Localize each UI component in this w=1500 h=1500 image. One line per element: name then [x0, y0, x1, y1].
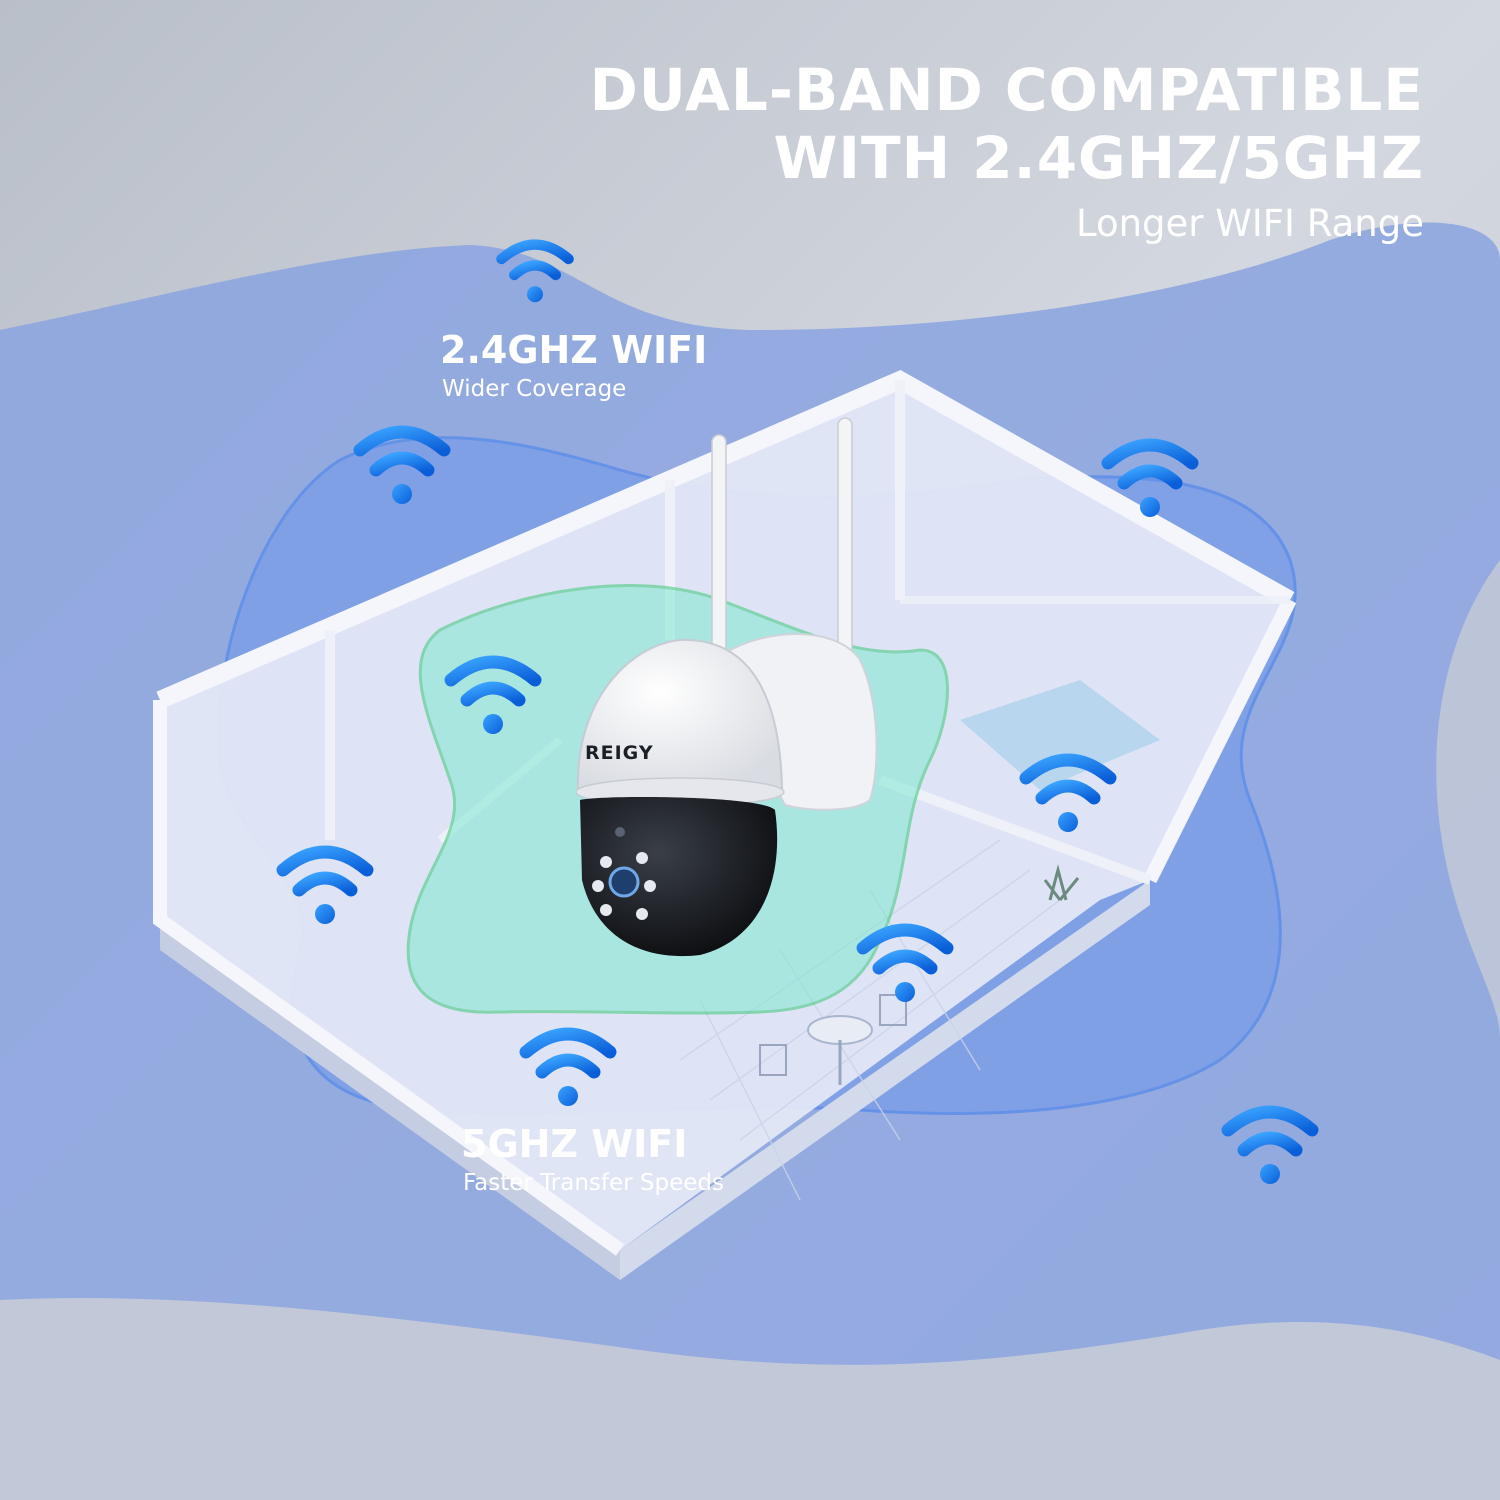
headline-line-1: DUAL-BAND COMPATIBLE — [589, 56, 1424, 124]
headline: DUAL-BAND COMPATIBLE WITH 2.4GHZ/5GHZ — [524, 56, 1424, 192]
camera-lens-housing — [580, 797, 778, 957]
camera-dome — [576, 638, 784, 791]
antenna-right — [837, 417, 853, 669]
camera-brand-logo: REIGY — [585, 742, 654, 764]
subheadline: Longer WIFI Range — [1076, 202, 1424, 245]
band-5ghz-subtitle: Faster Transfer Speeds — [463, 1170, 725, 1196]
band-24ghz-title: 2.4GHZ WIFI — [440, 328, 708, 372]
coverage-outer-lower — [0, 1298, 1500, 1500]
band-5ghz-title: 5GHZ WIFI — [461, 1122, 688, 1166]
coverage-right-edge — [1436, 560, 1500, 1040]
security-camera — [575, 417, 878, 957]
headline-line-2: WITH 2.4GHZ/5GHZ — [773, 124, 1424, 192]
band-24ghz-subtitle: Wider Coverage — [442, 376, 627, 402]
camera-lens — [608, 866, 640, 898]
antenna-left — [711, 434, 727, 666]
